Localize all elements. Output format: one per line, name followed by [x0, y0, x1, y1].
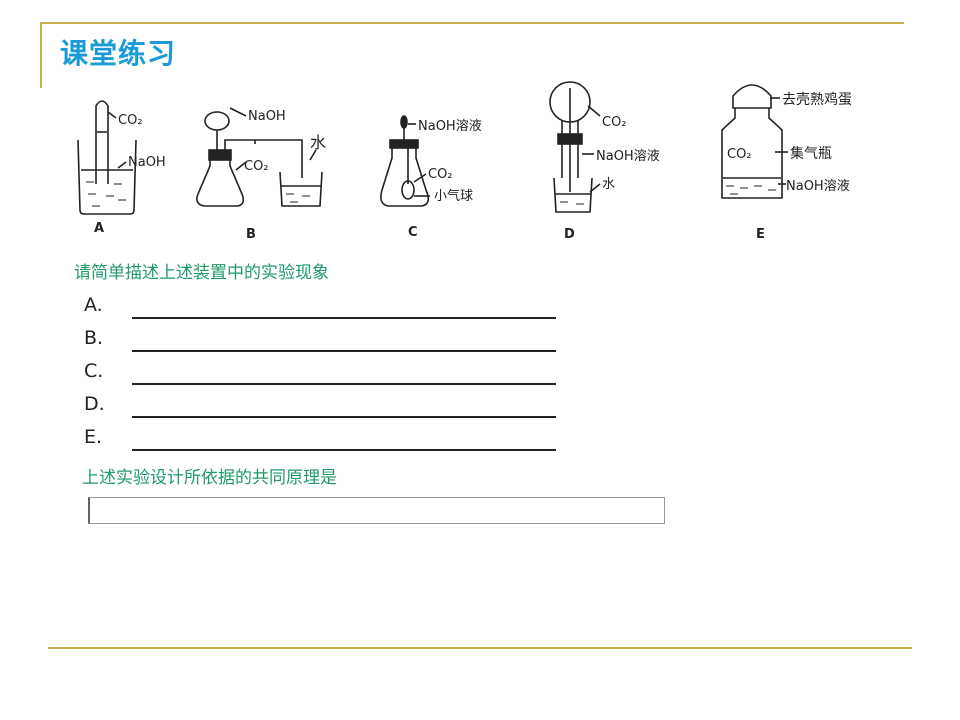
answer-row-a: A. — [84, 294, 564, 327]
answer-row-d: D. — [84, 393, 564, 426]
label-c-gas: CO₂ — [428, 167, 453, 182]
answer-blank-a[interactable] — [132, 317, 556, 319]
answer-row-c: C. — [84, 360, 564, 393]
answer-list: A. B. C. D. E. — [84, 294, 564, 459]
answer-label-b: B. — [84, 327, 104, 349]
letter-a: A — [94, 221, 104, 236]
answer-label-a: A. — [84, 294, 103, 316]
answer-blank-c[interactable] — [132, 383, 556, 385]
label-e-gas: CO₂ — [727, 147, 752, 162]
principle-prompt: 上述实验设计所依据的共同原理是 — [82, 468, 337, 488]
apparatus-e — [721, 84, 788, 199]
label-d-gas: CO₂ — [602, 115, 627, 130]
frame-left-line — [40, 22, 42, 88]
frame-top-line — [40, 22, 904, 24]
answer-label-e: E. — [84, 426, 103, 448]
letter-d: D — [564, 227, 575, 242]
answer-blank-d[interactable] — [132, 416, 556, 418]
apparatus-c — [380, 115, 430, 207]
slide-title: 课堂练习 — [60, 37, 177, 70]
label-e-bottle: 集气瓶 — [790, 145, 832, 162]
label-e-solution: NaOH溶液 — [786, 179, 850, 194]
answer-blank-b[interactable] — [132, 350, 556, 352]
letter-e: E — [756, 227, 765, 242]
apparatus-a — [77, 100, 137, 215]
answer-blank-e[interactable] — [132, 449, 556, 451]
answer-label-d: D. — [84, 393, 105, 415]
label-b-water: 水 — [310, 133, 326, 152]
answer-row-b: B. — [84, 327, 564, 360]
principle-answer-box[interactable] — [88, 497, 665, 524]
label-b-gas: CO₂ — [244, 159, 269, 174]
label-c-balloon: 小气球 — [434, 188, 473, 204]
letter-c: C — [408, 225, 418, 240]
apparatus-figure: CO₂ NaOH A NaOH CO₂ 水 B NaOH溶液 CO₂ 小气球 C… — [77, 81, 852, 242]
label-b-dropper: NaOH — [248, 109, 286, 124]
answer-label-c: C. — [84, 360, 104, 382]
letter-b: B — [246, 227, 256, 242]
frame-bottom-line — [48, 647, 912, 649]
label-a-solution: NaOH — [128, 155, 166, 170]
apparatus-b — [196, 107, 323, 207]
label-a-gas: CO₂ — [118, 113, 143, 128]
label-d-dropper: NaOH溶液 — [596, 149, 660, 164]
label-d-water: 水 — [602, 177, 615, 192]
observation-prompt: 请简单描述上述装置中的实验现象 — [74, 263, 329, 283]
answer-row-e: E. — [84, 426, 564, 459]
label-e-egg: 去壳熟鸡蛋 — [782, 91, 852, 108]
label-c-dropper: NaOH溶液 — [418, 119, 482, 134]
apparatus-d — [549, 81, 601, 213]
